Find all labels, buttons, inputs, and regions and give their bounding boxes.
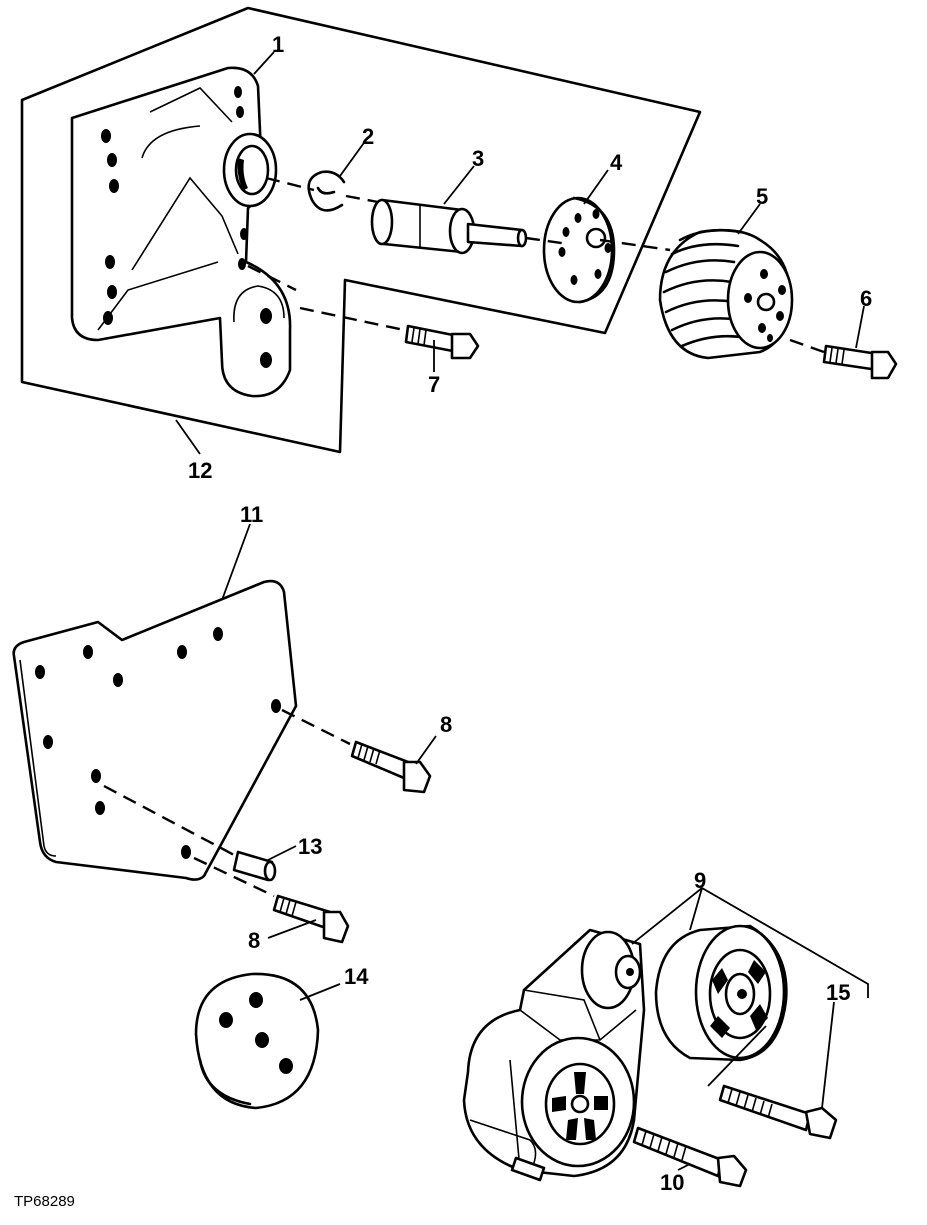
callout-8-upper: 8 <box>440 712 452 737</box>
idler-pulley-part-5 <box>658 228 794 360</box>
assembly-group-outline-12 <box>20 6 702 454</box>
callout-13: 13 <box>298 834 322 859</box>
mounting-plate-part-11 <box>12 579 298 881</box>
snap-ring-part-2 <box>307 170 346 212</box>
callout-3: 3 <box>472 146 484 171</box>
cap-screw-part-8-lower <box>272 894 350 944</box>
callout-1: 1 <box>272 32 284 57</box>
callout-2: 2 <box>362 124 374 149</box>
callout-10: 10 <box>660 1170 684 1195</box>
cap-screw-part-7 <box>404 324 480 360</box>
callout-7: 7 <box>428 372 440 397</box>
callout-11: 11 <box>240 502 263 527</box>
mounting-bracket-part-1 <box>70 66 292 398</box>
figure-id: TP68289 <box>14 1193 75 1210</box>
callout-15: 15 <box>826 980 850 1005</box>
callout-14: 14 <box>344 964 369 989</box>
belt-tensioner-part-9 <box>462 928 646 1182</box>
cap-screw-part-6 <box>822 344 898 380</box>
dowel-pin-part-13 <box>232 850 277 882</box>
callout-4: 4 <box>610 150 623 175</box>
idler-wheel-part-9 <box>654 924 788 1062</box>
cap-screw-part-10 <box>632 1126 748 1188</box>
cap-screw-part-15 <box>718 1084 838 1140</box>
callout-8-lower: 8 <box>248 928 260 953</box>
callout-labels: 1 2 3 4 5 6 7 12 11 8 13 8 14 9 15 10 <box>188 32 872 1195</box>
callout-5: 5 <box>756 184 768 209</box>
flange-part-4 <box>542 196 616 304</box>
callout-12: 12 <box>188 458 212 483</box>
cap-screw-part-8-upper <box>350 740 432 794</box>
callout-6: 6 <box>860 286 872 311</box>
shaft-part-3 <box>370 198 528 255</box>
callout-leaders <box>175 51 869 1171</box>
callout-9: 9 <box>694 868 706 893</box>
round-plate-part-14 <box>194 972 320 1110</box>
assembly-centerlines <box>103 176 825 898</box>
